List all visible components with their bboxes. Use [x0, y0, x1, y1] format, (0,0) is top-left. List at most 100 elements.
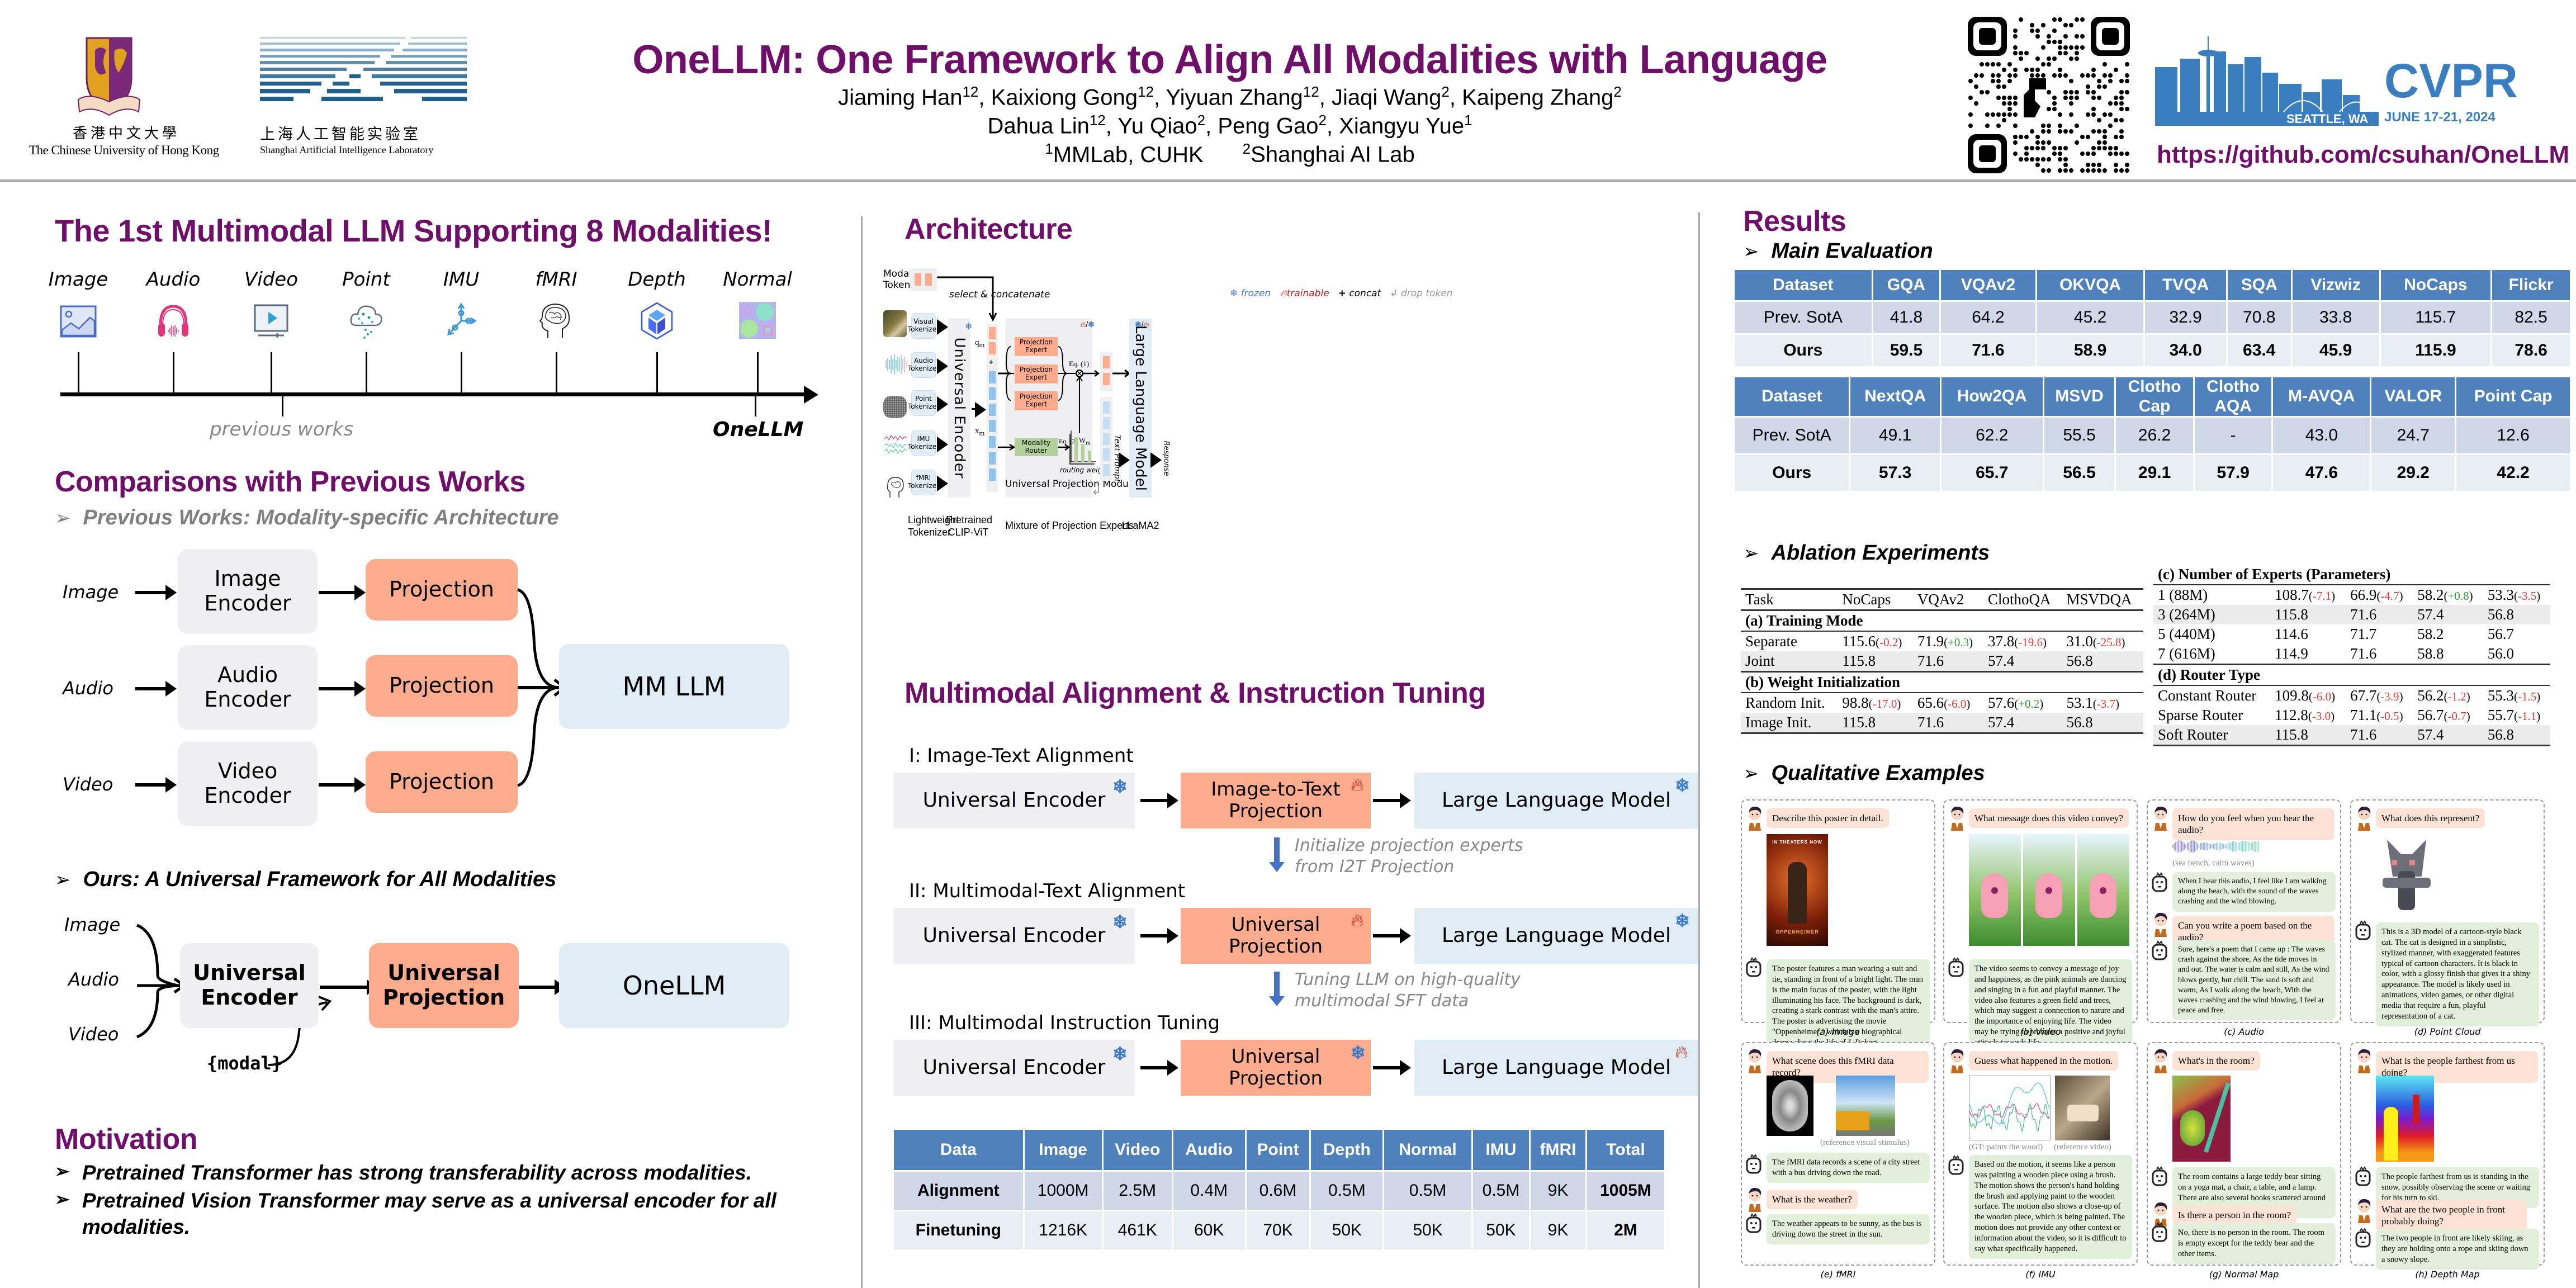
table-cell: 1000M — [1024, 1172, 1102, 1210]
author-name: Yu Qiao — [1117, 113, 1197, 139]
table-cell: 78.6 — [2492, 335, 2570, 366]
shlab-name-en: Shanghai Artificial Intelligence Laborat… — [260, 144, 434, 155]
ablation-value: 71.9 — [1917, 633, 1944, 650]
table-header-cell: NoCaps — [2380, 270, 2491, 300]
bot-avatar-icon — [1746, 1213, 1761, 1233]
table-header-cell: Flickr — [2492, 270, 2570, 300]
snowflake-icon: ❄ — [1675, 911, 1690, 931]
table-cell: 29.1 — [2116, 455, 2193, 491]
upm-trainable-frozen-icon: 🔥︎/❄ — [1080, 320, 1095, 329]
qa-caption: (c) Audio — [2224, 1026, 2264, 1037]
ablation-cell: 71.6 — [2346, 725, 2413, 746]
ablation-value: 53.1 — [2066, 694, 2093, 711]
ablation-cell: 108.7(-7.1) — [2270, 584, 2346, 605]
architecture-title: Architecture — [905, 213, 1073, 245]
author-name: Kaipeng Zhang — [1462, 84, 1614, 110]
ablation-delta: -1.2 — [2447, 690, 2466, 703]
modality-tick — [173, 352, 174, 394]
user-question: How do you feel when you hear the audio? — [2172, 808, 2334, 840]
delta-paren: ) — [2536, 589, 2541, 603]
table-cell: 60K — [1173, 1211, 1245, 1249]
ablation-value: 53.3 — [2487, 586, 2515, 603]
author-affiliation-mark: 12 — [1303, 83, 1319, 100]
delta-paren: ) — [2536, 690, 2541, 703]
qa-panel: What message does this video convey?The … — [1943, 799, 2138, 1053]
ablation-row: Random Init.98.8(-17.0)65.6(-6.0)57.6(+0… — [1741, 692, 2143, 713]
flame-icon: 🔥︎ — [1351, 910, 1364, 930]
table-cell: 29.2 — [2371, 455, 2455, 491]
previous-encoder-box: Audio Encoder — [178, 645, 318, 730]
ablation-value: 56.7 — [2417, 707, 2444, 723]
feature-token — [989, 371, 996, 383]
qa-caption: (b) Video — [2020, 1026, 2061, 1037]
modality-tick — [556, 352, 557, 394]
user-avatar-icon — [1951, 1049, 1964, 1073]
ablation-value: 56.8 — [2066, 652, 2093, 669]
timeline-arrowhead — [804, 386, 818, 404]
ablation-cell: 57.6(+0.2) — [1983, 692, 2062, 713]
modality-label-normal: Normal — [723, 268, 792, 291]
github-link[interactable]: https://github.com/csuhan/OneLLM — [2157, 141, 2570, 168]
author-name: Jiaqi Wang — [1331, 84, 1442, 110]
delta-paren: ( — [2444, 690, 2448, 703]
delta-paren: ) — [2399, 589, 2403, 603]
ablation-cell: 115.8 — [2270, 605, 2346, 624]
user-question: What scene does this fMRI data record? — [1767, 1051, 1929, 1083]
alignment-title: Multimodal Alignment & Instruction Tunin… — [905, 677, 1486, 709]
table-cell: 34.0 — [2145, 335, 2226, 366]
ablation-delta: -6.0 — [2312, 690, 2332, 703]
bot-avatar-icon — [1746, 957, 1761, 977]
ablation-cell: 56.7 — [2483, 624, 2550, 644]
qa-panel: Guess what happened in the motion.(GT: p… — [1943, 1042, 2138, 1266]
ablation-delta: -0.7 — [2447, 709, 2466, 723]
table-cell: 115.7 — [2380, 302, 2491, 333]
stage-llm-box: Large Language Model — [1414, 773, 1698, 828]
ablation-value: 57.4 — [2417, 726, 2444, 743]
table-cell: 50K — [1472, 1211, 1530, 1249]
brain-head-icon — [539, 303, 570, 338]
legend-concat: + concat — [1338, 288, 1381, 299]
ablation-value: 58.2 — [2417, 626, 2444, 642]
ablation-delta: -19.6 — [2018, 636, 2043, 649]
table-header-cell: Point — [1246, 1130, 1310, 1170]
ablation-delta: -1.1 — [2518, 709, 2537, 723]
ablation-delta: -6.0 — [1948, 697, 1967, 711]
ablation-cell: 67.7(-3.9) — [2346, 685, 2413, 705]
cuhk-logo: 香港中文大學 The Chinese University of Hong Ko… — [22, 34, 257, 162]
affiliation-name: MMLab, CUHK — [1053, 142, 1204, 167]
bot-avatar-icon — [2152, 940, 2167, 960]
delta-paren: ( — [2308, 589, 2313, 603]
video-frame-image — [2023, 834, 2075, 946]
delta-paren: ( — [2514, 589, 2518, 603]
previous-encoder-box: Image Encoder — [178, 549, 318, 634]
delta-paren: ( — [2514, 690, 2518, 703]
tokenizer-box: Audio Tokenizer — [908, 352, 939, 378]
ablation-value: 115.8 — [1842, 714, 1876, 731]
normal-map-icon — [739, 302, 776, 339]
media-note: (reference visual stimulus) — [1820, 1138, 1910, 1147]
ablation-row-name: 5 (440M) — [2158, 626, 2215, 642]
table-cell: 59.5 — [1873, 335, 1940, 366]
table-cell: 45.2 — [2037, 302, 2144, 333]
ablation-cell: 71.6 — [2346, 644, 2413, 665]
motivation-title: Motivation — [55, 1123, 197, 1156]
delta-paren: ( — [1868, 697, 1873, 711]
table-cell: Ours — [1735, 455, 1849, 491]
table-header-cell: OKVQA — [2037, 270, 2144, 300]
depth-map-image — [2376, 1076, 2434, 1162]
table-cell: Prev. SotA — [1735, 302, 1872, 333]
table-cell: 461K — [1103, 1211, 1172, 1249]
delta-paren: ) — [2469, 589, 2473, 603]
author-name: Peng Gao — [1218, 113, 1319, 139]
qa-panel: What is the people farthest from us doin… — [2350, 1042, 2545, 1270]
